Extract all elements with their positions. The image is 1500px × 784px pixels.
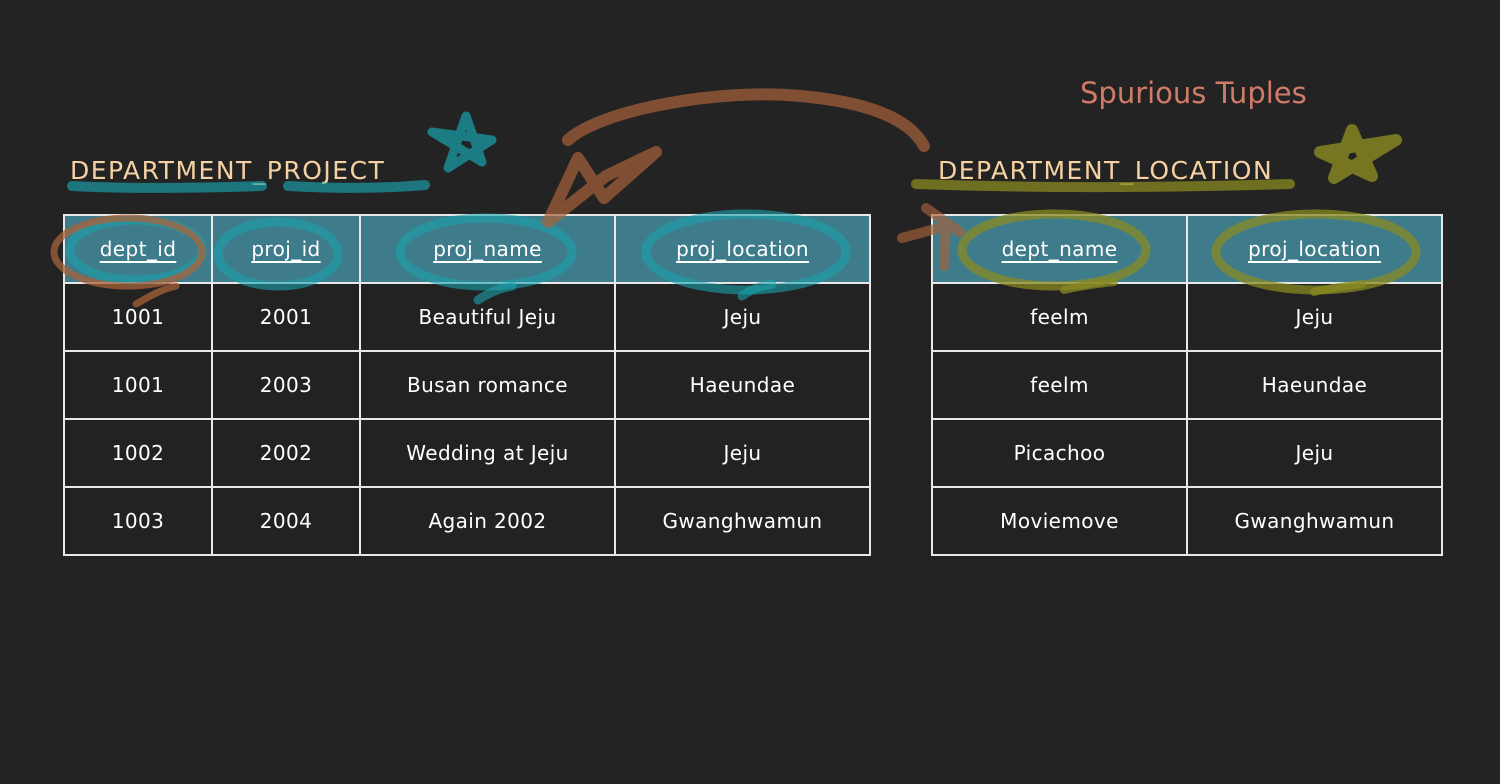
cell-proj-id: 2001 [211, 282, 361, 352]
column-header-dept-id: dept_id [63, 214, 213, 284]
department-location-heading: DEPARTMENT_LOCATION [938, 156, 1274, 185]
cell-dept-name: feelm [931, 282, 1188, 352]
cell-proj-location: Jeju [1186, 282, 1443, 352]
column-header-proj-location: proj_location [1186, 214, 1443, 284]
teal-star-icon [427, 111, 497, 173]
cell-proj-location: Gwanghwamun [614, 486, 871, 556]
cell-proj-location: Haeundae [1186, 350, 1443, 420]
cell-proj-id: 2002 [211, 418, 361, 488]
teal-underline-stroke [67, 181, 267, 193]
cell-proj-name: Beautiful Jeju [359, 282, 616, 352]
cell-dept-name: Picachoo [931, 418, 1188, 488]
cell-proj-name: Busan romance [359, 350, 616, 420]
cell-proj-location: Gwanghwamun [1186, 486, 1443, 556]
slide-title: Spurious Tuples [1080, 76, 1307, 110]
orange-connector-arc [562, 88, 930, 152]
column-header-dept-name: dept_name [931, 214, 1188, 284]
column-header-proj-id: proj_id [211, 214, 361, 284]
table-row: feelm Haeundae [931, 350, 1443, 420]
orange-star-icon [542, 146, 662, 228]
table-row: 1002 2002 Wedding at Jeju Jeju [63, 418, 871, 488]
table-row: 1001 2003 Busan romance Haeundae [63, 350, 871, 420]
cell-proj-location: Jeju [614, 282, 871, 352]
department-project-table: dept_id proj_id proj_name proj_location … [63, 214, 871, 556]
cell-dept-id: 1001 [63, 282, 213, 352]
table-row: Picachoo Jeju [931, 418, 1443, 488]
teal-underline-stroke [283, 180, 430, 193]
olive-star-icon [1314, 124, 1402, 184]
cell-proj-name: Again 2002 [359, 486, 616, 556]
table-row: 1001 2001 Beautiful Jeju Jeju [63, 282, 871, 352]
column-header-proj-name: proj_name [359, 214, 616, 284]
cell-proj-location: Haeundae [614, 350, 871, 420]
header-row: dept_id proj_id proj_name proj_location [63, 214, 871, 284]
department-location-table: dept_name proj_location feelm Jeju feelm… [931, 214, 1443, 556]
cell-dept-id: 1003 [63, 486, 213, 556]
cell-proj-name: Wedding at Jeju [359, 418, 616, 488]
cell-dept-id: 1002 [63, 418, 213, 488]
cell-proj-location: Jeju [1186, 418, 1443, 488]
cell-proj-location: Jeju [614, 418, 871, 488]
cell-proj-id: 2004 [211, 486, 361, 556]
cell-dept-id: 1001 [63, 350, 213, 420]
cell-proj-id: 2003 [211, 350, 361, 420]
cell-dept-name: feelm [931, 350, 1188, 420]
column-header-proj-location: proj_location [614, 214, 871, 284]
table-row: 1003 2004 Again 2002 Gwanghwamun [63, 486, 871, 556]
department-project-heading: DEPARTMENT_PROJECT [70, 156, 386, 185]
table-row: feelm Jeju [931, 282, 1443, 352]
cell-dept-name: Moviemove [931, 486, 1188, 556]
table-row: Moviemove Gwanghwamun [931, 486, 1443, 556]
header-row: dept_name proj_location [931, 214, 1443, 284]
